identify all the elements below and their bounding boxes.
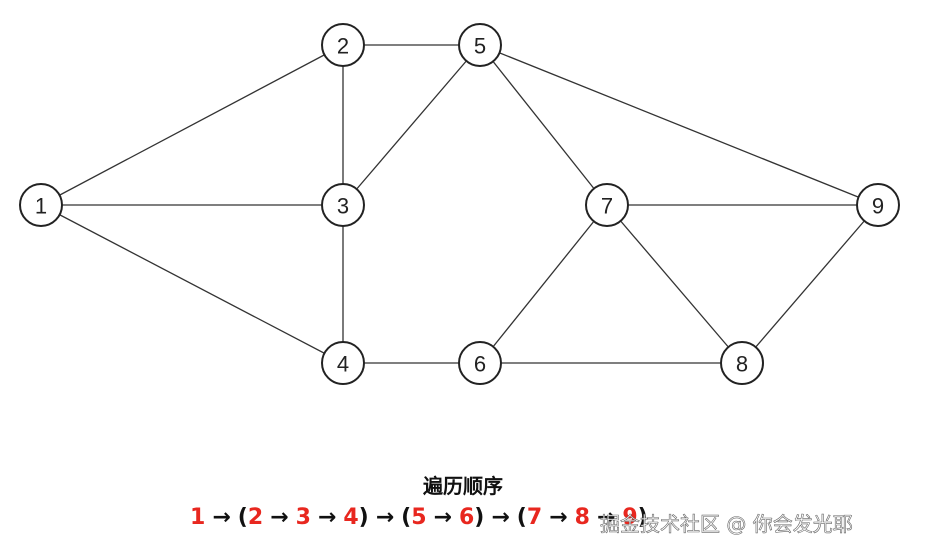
edge-5-7 — [479, 44, 608, 206]
node-layer: 1 2 3 4 5 6 7 8 9 — [19, 23, 900, 385]
sequence-arrow: → — [596, 505, 616, 530]
node-label: 8 — [736, 352, 748, 377]
node-circle — [856, 183, 900, 227]
sequence-node: 6 — [458, 505, 475, 530]
sequence-arrow: → — [433, 505, 452, 530]
sequence-arrow: → — [375, 505, 395, 530]
sequence-paren: ) — [637, 505, 648, 530]
watermark: 掘金技术社区 @ 你会发光耶 — [600, 512, 853, 537]
sequence-paren: ( — [237, 505, 248, 530]
node-4: 4 — [321, 341, 365, 385]
node-9: 9 — [856, 183, 900, 227]
edge-6-7 — [479, 204, 608, 364]
sequence-node: 1 — [190, 505, 206, 530]
sequence-node: 5 — [411, 505, 427, 530]
node-7: 7 — [585, 183, 629, 227]
node-circle — [720, 341, 764, 385]
sequence-node: 2 — [247, 505, 264, 530]
node-label: 6 — [474, 352, 486, 377]
edge-1-4 — [40, 204, 344, 364]
edge-5-9 — [479, 44, 879, 206]
node-label: 1 — [35, 194, 47, 219]
sequence-node: 8 — [574, 505, 590, 530]
sequence-paren: ( — [516, 505, 527, 530]
node-6: 6 — [458, 341, 502, 385]
node-circle — [19, 183, 63, 227]
node-label: 7 — [601, 194, 613, 219]
sequence-arrow: → — [549, 505, 568, 530]
node-circle — [321, 341, 365, 385]
node-circle — [458, 23, 502, 67]
node-label: 2 — [337, 34, 349, 59]
sequence-arrow: → — [491, 505, 510, 530]
sequence-paren: ( — [401, 505, 412, 530]
node-8: 8 — [720, 341, 764, 385]
edge-1-2 — [40, 44, 344, 206]
node-1: 1 — [19, 183, 63, 227]
node-2: 2 — [321, 23, 365, 67]
node-label: 5 — [474, 34, 486, 59]
sequence-node: 9 — [622, 505, 638, 530]
traversal-sequence: 1→(2→3→4)→(5→6)→(7→8→9) — [190, 505, 648, 530]
edge-8-9 — [741, 204, 879, 364]
sequence-paren: ) — [358, 505, 369, 530]
edge-layer — [40, 44, 879, 364]
sequence-arrow: → — [270, 505, 289, 530]
node-3: 3 — [321, 183, 365, 227]
node-5: 5 — [458, 23, 502, 67]
sequence-arrow: → — [212, 505, 231, 530]
traversal-caption-title: 遍历顺序 — [423, 474, 503, 498]
sequence-paren: ) — [474, 505, 485, 530]
node-circle — [321, 23, 365, 67]
node-circle — [458, 341, 502, 385]
node-label: 4 — [337, 352, 349, 377]
graph-svg: 1 2 3 4 5 6 7 8 9 — [19, 23, 900, 385]
node-circle — [585, 183, 629, 227]
node-label: 3 — [337, 194, 349, 219]
edge-7-8 — [606, 204, 743, 364]
edge-3-5 — [342, 44, 481, 206]
node-circle — [321, 183, 365, 227]
sequence-arrow: → — [317, 505, 337, 530]
sequence-node: 3 — [295, 505, 311, 530]
sequence-node: 7 — [526, 505, 543, 530]
sequence-node: 4 — [343, 505, 359, 530]
node-label: 9 — [872, 194, 884, 219]
